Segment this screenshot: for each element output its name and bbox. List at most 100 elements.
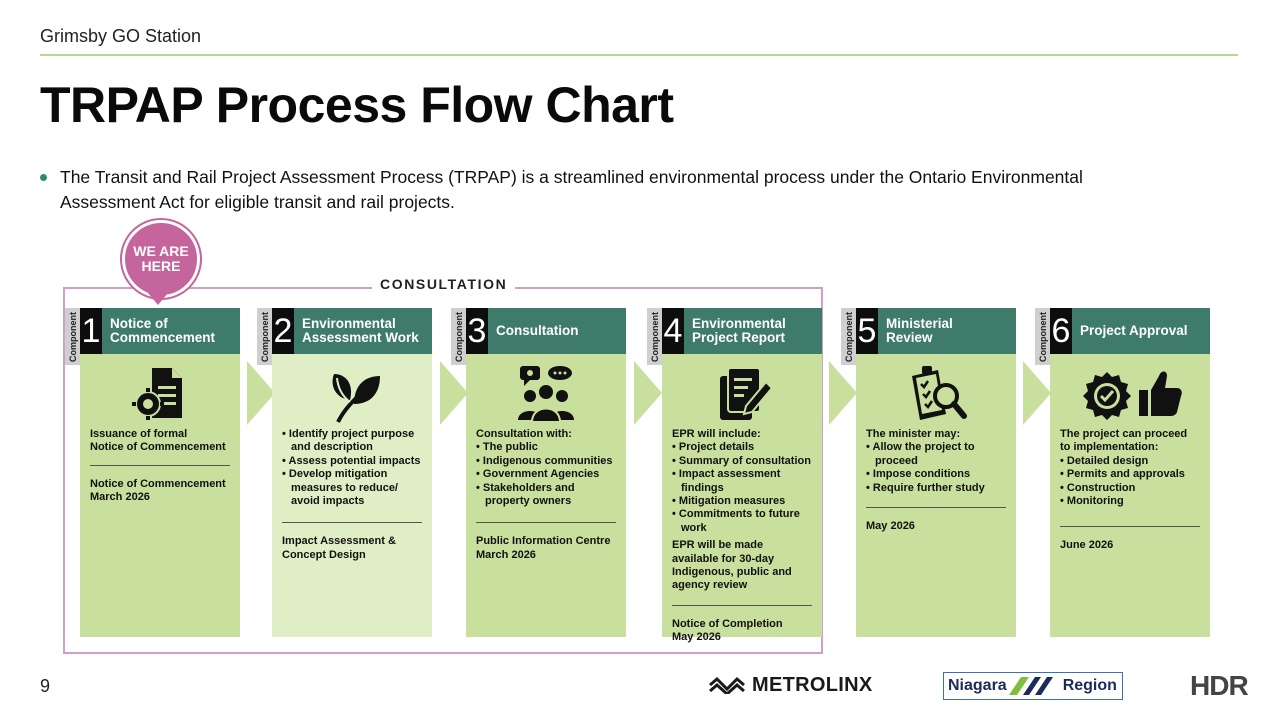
header-rule [40,54,1238,56]
component-tab: Component [1035,308,1050,365]
checklist-magnifier-icon [856,362,1016,426]
footer-line: Impact Assessment & [282,535,396,548]
component-card: Consultation with: The public Indigenous… [466,354,626,637]
component-card: The minister may: Allow the project to p… [856,354,1016,637]
document-gear-icon [80,362,240,426]
footer-line: May 2026 [866,520,915,533]
metrolinx-logo: METROLINX [708,672,872,698]
footer-line: May 2026 [672,631,721,644]
divider [672,604,812,606]
component-card: The project can proceed to implementatio… [1050,354,1210,637]
list-item: Develop mitigation measures to reduce/ a… [282,468,422,508]
marker-label-line1: WE ARE [133,243,189,259]
marker-label: WE ARE HERE [130,244,192,274]
component-tab-label: Component [453,311,464,362]
list-item: Permits and approvals [1060,468,1200,481]
component-number: 1 [80,308,102,354]
approval-badge-thumbs-up-icon [1050,362,1210,426]
marker-pointer [143,287,173,305]
list-item: Impact assessment findings [672,468,812,495]
title-line: Ministerial [886,315,953,331]
component-card: Issuance of formal Notice of Commencemen… [80,354,240,637]
body-intro: Consultation with: [476,428,572,440]
title-line: Review [886,330,933,345]
project-name: Grimsby GO Station [40,26,202,46]
list-item: The public [476,441,616,454]
footer-line: Concept Design [282,548,366,561]
component-tab: Component [841,308,856,365]
component-tab: Component [451,308,466,365]
component-tab-label: Component [649,311,660,362]
component-body: EPR will include: Project details Summar… [672,428,812,645]
list-item: Identify project purpose and description [282,428,422,455]
component-tab: Component [257,308,272,365]
flow-arrow-3-4 [634,361,662,425]
component-body: Identify project purpose and description… [282,428,422,562]
intro-bullet: The Transit and Rail Project Assessment … [40,165,1140,215]
niagara-wordmark: Niagara [948,677,1007,694]
body-intro: EPR will include: [672,428,761,440]
intro-text: The Transit and Rail Project Assessment … [60,167,1083,212]
divider [1060,526,1200,528]
list-item: Construction [1060,482,1200,495]
body-intro: The project can proceed to implementatio… [1060,428,1188,454]
list-item: Stakeholders and property owners [476,482,616,509]
body-intro: The minister may: [866,428,961,440]
divider [90,464,230,466]
flow-arrow-4-5 [829,361,857,425]
body-note: EPR will be made available for 30-day In… [672,539,792,592]
niagara-stripes-icon [1008,677,1053,695]
list-item: Impose conditions [866,468,1006,481]
title-line: Notice of [110,315,168,331]
list-item: Project details [672,441,812,454]
component-tab: Component [647,308,662,365]
page-number: 9 [40,676,51,696]
title-line: Commencement [110,330,216,345]
list-item: Mitigation measures [672,495,812,508]
list-item: Monitoring [1060,495,1200,508]
list-item: Summary of consultation [672,455,812,468]
flow-arrow-5-6 [1023,361,1051,425]
list-item: Government Agencies [476,468,616,481]
component-tab-label: Component [1037,311,1048,362]
flow-arrow-2-3 [440,361,468,425]
component-body: The minister may: Allow the project to p… [866,428,1006,533]
component-number: 3 [466,308,488,354]
list-item: Commitments to future work [672,508,812,535]
list-item: Allow the project to proceed [866,441,1006,468]
title-line: Project Approval [1080,322,1188,338]
divider [866,507,1006,509]
divider [476,522,616,524]
document-pen-icon [662,362,822,426]
consultation-label: CONSULTATION [372,276,516,292]
list-item: Assess potential impacts [282,455,422,468]
bullet-dot [40,174,47,181]
leaf-icon [272,362,432,426]
metrolinx-wordmark: METROLINX [752,673,873,696]
title-line: Environmental [692,315,786,331]
component-tab-label: Component [843,311,854,362]
component-tab-label: Component [67,311,78,362]
component-card: Identify project purpose and description… [272,354,432,637]
component-body: Issuance of formal Notice of Commencemen… [90,428,230,505]
title-line: Consultation [496,322,579,338]
hdr-logo: HDR [1190,670,1249,701]
footer-line: June 2026 [1060,539,1114,552]
page-title: TRPAP Process Flow Chart [40,77,674,133]
list-item: Detailed design [1060,455,1200,468]
divider [282,522,422,524]
body-line: Notice of Commencement [90,441,226,454]
flow-arrow-1-2 [247,361,275,425]
component-number: 4 [662,308,684,354]
list-item: Indigenous communities [476,455,616,468]
footer-line: March 2026 [90,491,150,504]
component-number: 2 [272,308,294,354]
title-line: Environmental [302,315,396,331]
footer-line: Notice of Completion [672,617,783,630]
title-line: Project Report [692,330,786,345]
region-wordmark: Region [1062,677,1117,694]
marker-label-line2: HERE [141,258,181,274]
